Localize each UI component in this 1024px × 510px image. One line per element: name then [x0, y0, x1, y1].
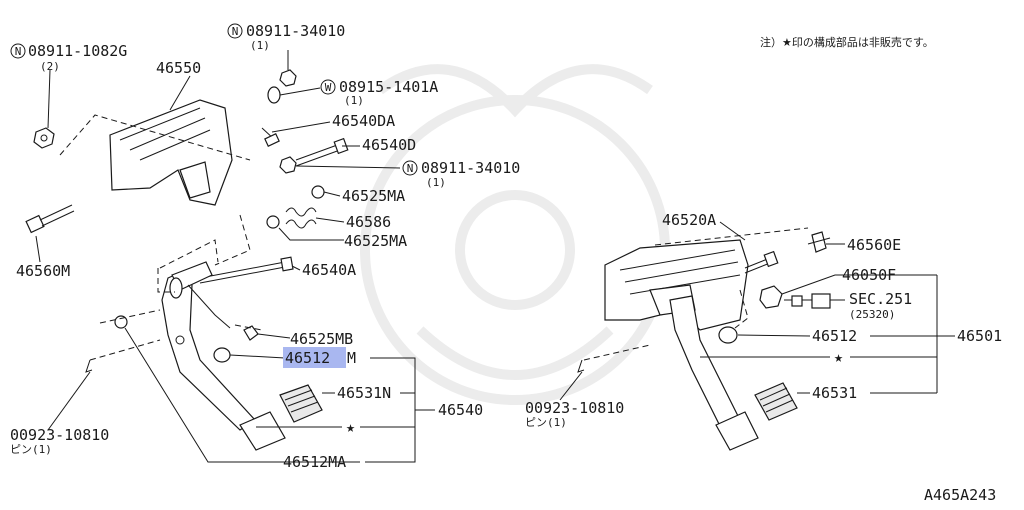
label-46540d[interactable]: 46540D	[362, 136, 416, 154]
note-text: 注）★印の構成部品は非販売です。	[760, 35, 934, 49]
pedal-pad-46531	[754, 382, 798, 421]
pedal-pad-star-left	[239, 411, 286, 451]
label-46540da[interactable]: 46540DA	[332, 112, 395, 130]
label-08911-34010-mid-qty: (1)	[426, 176, 446, 189]
label-46540[interactable]: 46540	[438, 401, 483, 419]
bushing-46525ma-upper	[311, 185, 325, 199]
label-00923-left-pin: ピン(1)	[10, 443, 52, 456]
spring-46586	[285, 207, 317, 229]
bolt-46540d	[279, 137, 349, 174]
leaders-left	[35, 50, 435, 463]
svg-text:N: N	[15, 45, 22, 58]
label-46512m[interactable]: 46512	[285, 349, 330, 367]
label-46540a[interactable]: 46540A	[302, 261, 356, 279]
circle-n-icon-3: N	[402, 160, 418, 176]
label-46560e[interactable]: 46560E	[847, 236, 901, 254]
label-46520a[interactable]: 46520A	[662, 211, 716, 229]
svg-text:W: W	[325, 81, 332, 94]
label-46512m-suffix: M	[347, 349, 356, 367]
bushing-46525mb	[243, 325, 259, 341]
highlight-46512m	[283, 347, 346, 368]
bolt-46520a	[744, 250, 779, 274]
label-46525ma-1[interactable]: 46525MA	[342, 187, 405, 205]
bolt-46540a	[199, 256, 294, 284]
diagram-code: A465A243	[924, 486, 996, 504]
pedal-arm-46512ma	[161, 261, 256, 431]
star-marker-left: ★	[346, 418, 355, 436]
pedal-pad-star-right	[715, 411, 759, 451]
label-08911-1082g-qty: (2)	[40, 60, 60, 73]
watermark-crest	[360, 64, 670, 405]
bolt-46560m	[25, 204, 75, 234]
label-sec251-sub: (25320)	[849, 308, 895, 321]
label-46550[interactable]: 46550	[156, 59, 201, 77]
bushing-46512-right	[718, 326, 738, 344]
label-46560m[interactable]: 46560M	[16, 262, 70, 280]
nut-top	[279, 69, 297, 87]
label-08911-34010-mid[interactable]: 08911-34010	[421, 159, 520, 177]
label-46050f[interactable]: 46050F	[842, 266, 896, 284]
switch-sec251	[784, 293, 831, 309]
label-00923-right[interactable]: 00923-10810	[525, 399, 624, 417]
svg-text:N: N	[232, 25, 239, 38]
label-46512ma[interactable]: 46512MA	[283, 453, 346, 471]
label-08911-1082g[interactable]: 08911-1082G	[28, 42, 127, 60]
dashed-outline-right	[583, 227, 809, 361]
bolt-46540da	[261, 127, 280, 147]
circle-n-icon-2: N	[227, 23, 243, 39]
label-00923-left[interactable]: 00923-10810	[10, 426, 109, 444]
switch-46050f	[759, 285, 783, 309]
label-46501[interactable]: 46501	[957, 327, 1002, 345]
label-08911-34010-top-qty: (1)	[250, 39, 270, 52]
label-46525mb[interactable]: 46525MB	[290, 330, 353, 348]
washer-08915	[267, 86, 281, 104]
label-46512[interactable]: 46512	[812, 327, 857, 345]
label-46531n[interactable]: 46531N	[337, 384, 391, 402]
pin-00923-left-part	[85, 315, 128, 373]
label-08915-1401a[interactable]: 08915-1401A	[339, 78, 438, 96]
label-46525ma-2[interactable]: 46525MA	[344, 232, 407, 250]
bushing-46512m	[213, 347, 231, 363]
label-00923-right-pin: ピン(1)	[525, 416, 567, 429]
svg-text:N: N	[407, 162, 414, 175]
clip-46560e	[807, 231, 831, 253]
label-46586[interactable]: 46586	[346, 213, 391, 231]
dashed-outline-left	[59, 114, 263, 361]
circle-n-icon-1: N	[10, 43, 26, 59]
label-46531[interactable]: 46531	[812, 384, 857, 402]
star-marker-right: ★	[834, 348, 843, 366]
circle-w-icon: W	[320, 79, 336, 95]
pin-00923-right-part	[577, 359, 585, 373]
bracket-46550	[109, 99, 233, 206]
leaders-right	[559, 221, 955, 401]
pedal-pad-46531n	[279, 384, 323, 423]
bushing-46525ma-lower	[266, 215, 280, 229]
nut-08911-1082g	[33, 127, 55, 149]
label-sec251[interactable]: SEC.251	[849, 290, 912, 308]
label-08911-34010-top[interactable]: 08911-34010	[246, 22, 345, 40]
label-08915-1401a-qty: (1)	[344, 94, 364, 107]
